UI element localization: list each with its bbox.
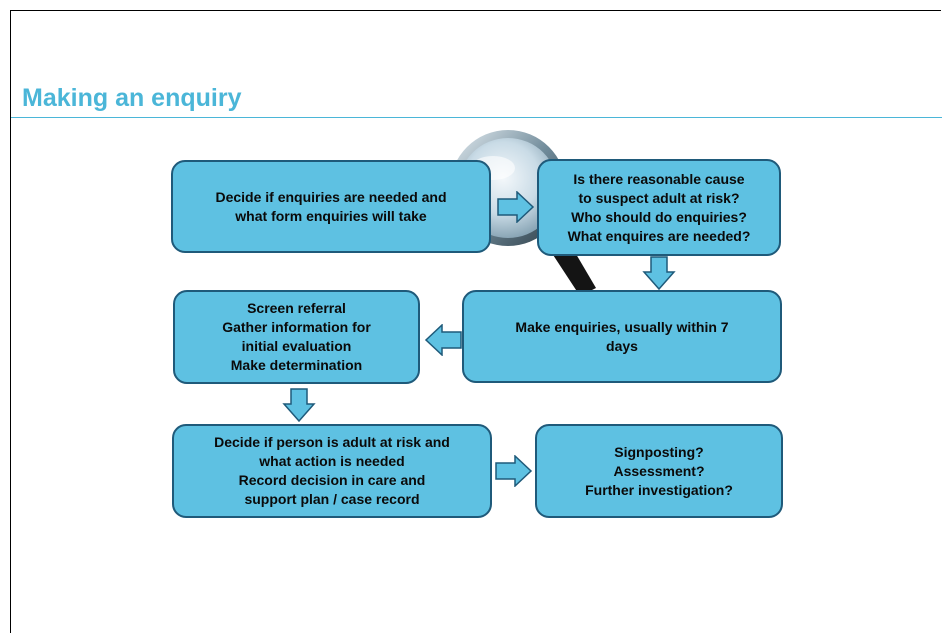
step-reasonable-cause: Is there reasonable cause to suspect adu… [537, 159, 781, 256]
step-text: Further investigation? [585, 481, 733, 498]
step-text: Make determination [230, 357, 363, 373]
arrow-right-icon [497, 191, 535, 223]
step-text: to suspect adult at risk? [578, 189, 740, 206]
step-outcomes: Signposting? Assessment? Further investi… [535, 424, 783, 518]
step-text: what action is needed [259, 453, 405, 469]
step-decide-person: Decide if person is adult at risk and wh… [172, 424, 492, 518]
step-screen-referral: Screen referral Gather information for i… [173, 290, 420, 384]
title-underline [11, 117, 942, 118]
step-text: What enquires are needed? [567, 227, 751, 244]
step-text: Make enquiries, usually within 7 [515, 318, 729, 335]
step-text: support plan / case record [244, 491, 420, 507]
arrow-down-icon [642, 256, 676, 290]
arrow-down-icon [282, 388, 316, 422]
step-text: Decide if person is adult at risk and [214, 434, 450, 450]
step-text: Decide if enquiries are needed and [215, 188, 447, 205]
step-decide-enquiries: Decide if enquiries are needed and what … [171, 160, 491, 253]
step-text: Assessment? [613, 462, 705, 479]
step-text: Gather information for [222, 319, 371, 335]
step-text: Who should do enquiries? [571, 208, 747, 225]
step-text: what form enquiries will take [235, 207, 427, 224]
slide-title: Making an enquiry [22, 84, 242, 112]
step-text: Is there reasonable cause [573, 170, 745, 187]
step-make-enquiries: Make enquiries, usually within 7 days [462, 290, 782, 383]
arrow-left-icon [424, 324, 462, 356]
step-text: Signposting? [614, 443, 704, 460]
step-text: Record decision in care and [238, 472, 426, 488]
slide-frame [10, 10, 941, 633]
step-text: days [606, 337, 638, 354]
step-text: Screen referral [247, 300, 346, 316]
arrow-right-icon [495, 455, 533, 487]
step-text: initial evaluation [241, 338, 352, 354]
